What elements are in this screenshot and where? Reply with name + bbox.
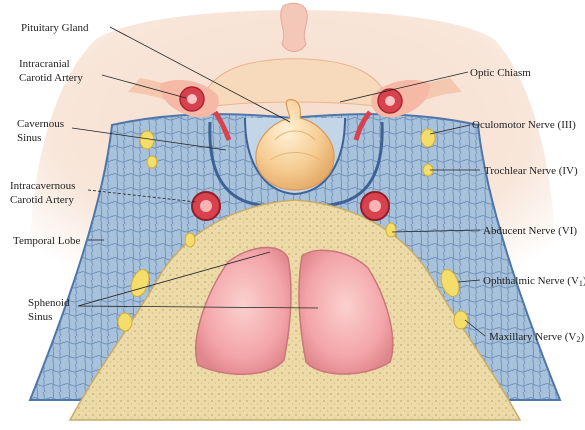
- ophthalmic-nerve-text: Ophthalmic Nerve (V: [483, 275, 579, 287]
- label-maxillary-nerve: Maxillary Nerve (V2): [489, 330, 584, 344]
- intracavernous-carotid-artery-right: [361, 192, 389, 220]
- maxillary-nerve-text: Maxillary Nerve (V: [489, 331, 576, 343]
- intracavernous-carotid-artery-left: [192, 192, 220, 220]
- label-oculomotor-nerve: Oculomotor Nerve (III): [472, 118, 576, 132]
- maxillary-nerve-close: ): [580, 331, 584, 343]
- pituitary-stalk: [281, 3, 308, 51]
- label-temporal-lobe: Temporal Lobe: [13, 234, 80, 248]
- label-trochlear-nerve: Trochlear Nerve (IV): [484, 164, 578, 178]
- label-abducent-nerve: Abducent Nerve (VI): [483, 224, 577, 238]
- label-pituitary-gland: Pituitary Gland: [21, 21, 89, 35]
- label-sphenoid-sinus: Sphenoid Sinus: [28, 296, 70, 324]
- label-ophthalmic-nerve: Ophthalmic Nerve (V1): [483, 274, 585, 288]
- label-intracranial-carotid-artery: Intracranial Carotid Artery: [19, 57, 83, 85]
- label-optic-chiasm: Optic Chiasm: [470, 66, 531, 80]
- label-cavernous-sinus: Cavernous Sinus: [17, 117, 64, 145]
- label-intracavernous-carotid-artery: Intracavernous Carotid Artery: [10, 179, 75, 207]
